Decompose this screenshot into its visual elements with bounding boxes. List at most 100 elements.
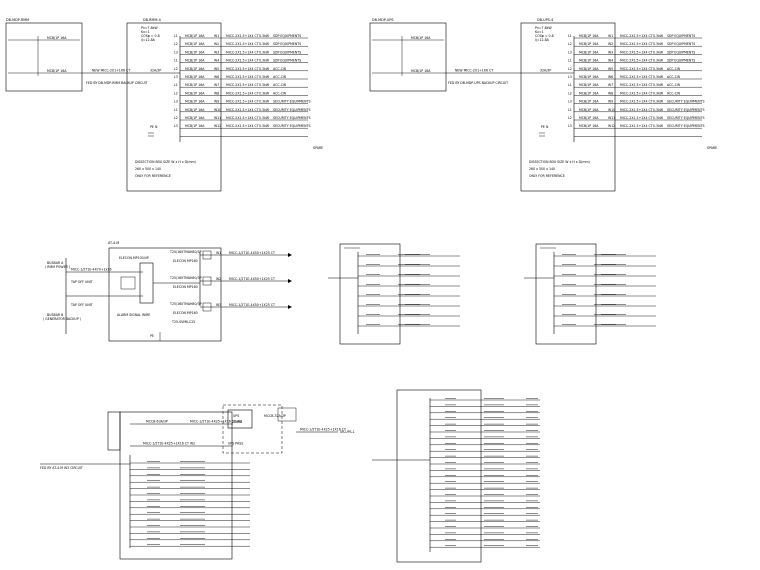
circuit-row (130, 538, 250, 541)
circuit-row (130, 499, 250, 502)
elecon-label: ELECON MP160 (173, 259, 198, 263)
use-label: SDP EQUIPMENTS (667, 42, 695, 46)
panel-title: DB-RMM-4 (143, 18, 161, 22)
circuit-id: W3 (214, 50, 219, 54)
use-label: SECURITY EQUIPMENTS (273, 124, 311, 128)
phase-label: L2 (568, 42, 572, 46)
cable-label: MICC-2X1.5+1X4 CT (226, 108, 259, 112)
circuit-row (130, 480, 250, 483)
breaker-label: T25/160TMAH80/3P (169, 302, 202, 306)
grid-row (358, 264, 460, 267)
cable-label: MICC-2X1.5+1X4 CT (620, 108, 653, 112)
phase-label: L3 (568, 124, 572, 128)
svg-text:Kx=1: Kx=1 (141, 30, 150, 34)
svg-text:Ij=12.8A: Ij=12.8A (535, 38, 550, 42)
grid-row (358, 324, 460, 327)
circuit-id: W11 (608, 116, 615, 120)
lower-left-rows (130, 461, 250, 547)
circuit-row (430, 398, 540, 401)
circuit-id: W11 (214, 116, 221, 120)
load-label: 0.3kW (653, 116, 664, 120)
grid-row (554, 264, 656, 267)
load-label: 0.3kW (259, 124, 270, 128)
breaker-label: MCB/1P 16A (579, 124, 599, 128)
phase-label: L1 (174, 108, 178, 112)
phase-label: L1 (568, 108, 572, 112)
phase-label: L2 (174, 67, 178, 71)
breaker-label: MCB/1P 16A (185, 67, 205, 71)
svg-text:MCCB-32A/3P: MCCB-32A/3P (264, 414, 286, 418)
svg-text:AT-4-M: AT-4-M (108, 241, 119, 245)
spare-label: SPARE (313, 146, 323, 150)
cable-label: MICC-2X1.5+1X4 CT (226, 34, 259, 38)
use-label: SECURITY EQUIPMENTS (667, 124, 705, 128)
circuit-id: W10 (214, 108, 221, 112)
grid-row (554, 274, 656, 277)
breaker-label: MCB/1P 16A (579, 67, 599, 71)
panel-lower-left: MCCB-63A/3P MICC-1/2T1E-4X25+1X16 CT W2 … (40, 404, 355, 560)
svg-text:MICC-1/2T1E-4X25+1X16 CT W2: MICC-1/2T1E-4X25+1X16 CT W2 (143, 442, 195, 446)
cable-label: MICC-2X1.5+1X4 CT (226, 91, 259, 95)
use-label: SECURITY EQUIPMENTS (667, 116, 705, 120)
cable-label: MICC-2X1.5+1X4 CT (620, 34, 653, 38)
breaker-label: MCB/1P 16A (579, 34, 599, 38)
circuit-row (430, 526, 540, 529)
circuit-row (130, 486, 250, 489)
cable-label: MICC-2X1.5+1X4 CT (226, 50, 259, 54)
svg-text:COSφ = 0.8: COSφ = 0.8 (141, 34, 160, 38)
circuit-id: W7 (214, 83, 219, 87)
cable-label: MICC-2X1.5+1X4 CT (620, 42, 653, 46)
breaker-label: MCB/1P 16A (185, 50, 205, 54)
svg-text:Pn=7.8kW: Pn=7.8kW (535, 26, 552, 30)
grid-row (358, 274, 460, 277)
svg-text:COSφ = 0.8: COSφ = 0.8 (535, 34, 554, 38)
phase-label: L2 (174, 116, 178, 120)
use-label: ACC-CW (273, 91, 287, 95)
circuit-id: W5 (214, 67, 219, 71)
circuit-row (430, 462, 540, 465)
panel-title: DB-UPS-4 (537, 18, 553, 22)
circuit-id: W6 (608, 75, 613, 79)
circuit-id: W8 (214, 91, 219, 95)
breaker-label: MCB/1P 16A (185, 100, 205, 104)
load-label: 0.3kW (653, 91, 664, 95)
cable-label: MICC-2X1.5+1X4 CT (226, 100, 259, 104)
cable-label: MICC-2X1.5+1X4 CT (620, 100, 653, 104)
circuit-row (430, 532, 540, 535)
feed-note: FED BY DB-MDP-UPS BACKUP CIRCUIT (448, 81, 508, 85)
svg-text:T25-SVMK-C25: T25-SVMK-C25 (171, 320, 195, 324)
circuit-id: W1 (214, 34, 219, 38)
circuit-row (430, 475, 540, 478)
phase-label: L3 (174, 124, 178, 128)
cable-label: MICC-2X1.5+1X4 CT (226, 67, 259, 71)
svg-text:32A/3P: 32A/3P (540, 69, 551, 73)
cable-label: MICC-2X1.5+1X4 CT (620, 91, 653, 95)
load-label: 0.3kW (653, 67, 664, 71)
svg-text:Pn=7.8kW: Pn=7.8kW (141, 26, 158, 30)
circuit-row (130, 518, 250, 521)
svg-text:( GENERATOR BACKUP ): ( GENERATOR BACKUP ) (43, 317, 81, 321)
use-label: SECURITY EQUIPMENTS (667, 100, 705, 104)
circuit-id: W4 (214, 59, 219, 63)
breaker-label: MCB/1P 16A (185, 108, 205, 112)
svg-text:ONLY FOR REFERENCE: ONLY FOR REFERENCE (529, 174, 565, 178)
svg-text:20kVA: 20kVA (232, 420, 243, 424)
circuit-id: W10 (608, 108, 615, 112)
load-label: 0.3kW (259, 116, 270, 120)
svg-text:TAP OFF UNIT: TAP OFF UNIT (70, 303, 93, 307)
load-label: 0.3kW (653, 100, 664, 104)
panel-db-rmm-4: DB-RMM-4 Pn=7.8kW Kx=1 COSφ = 0.8 Ij=12.… (122, 18, 323, 192)
cable-label: MICC-2X1.5+1X4 CT (620, 67, 653, 71)
feed-cable: NEW MICC-2X1+1X6 CT (92, 69, 130, 73)
use-label: ACC-CW (273, 75, 287, 79)
